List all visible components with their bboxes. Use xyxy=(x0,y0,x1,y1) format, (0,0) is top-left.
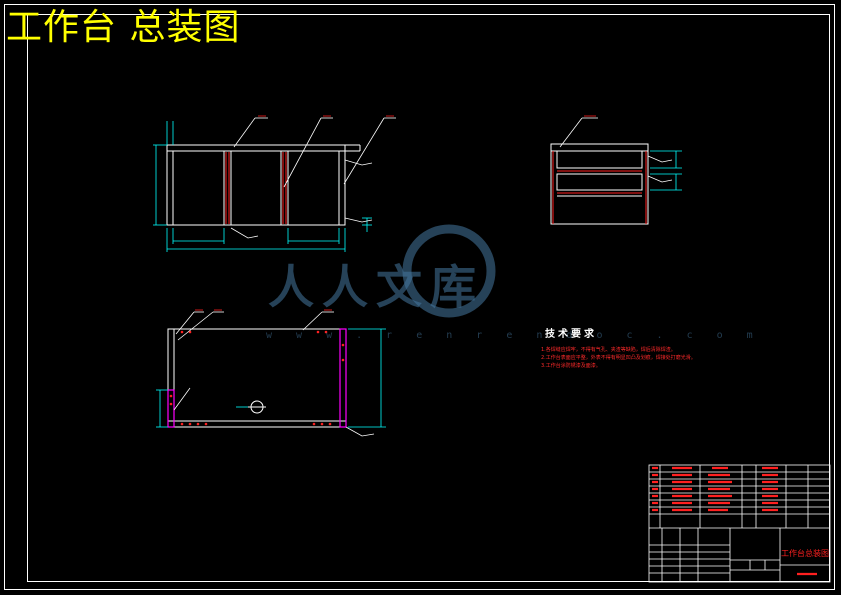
front-view-leaders xyxy=(230,117,396,239)
front-view-outline xyxy=(166,144,346,226)
top-view-outline xyxy=(167,328,347,428)
side-view-red xyxy=(552,151,647,224)
front-view-dimensions xyxy=(153,121,372,252)
side-view-outline xyxy=(550,143,649,225)
top-view-magenta xyxy=(167,328,347,428)
title-block-red-entries xyxy=(652,466,817,576)
top-view xyxy=(167,328,347,428)
sheet-title: 工作台 总装图 xyxy=(6,7,241,48)
technical-requirement-item: 3.工作台涂防锈漆及面漆。 xyxy=(541,363,601,369)
front-view-red-members xyxy=(225,152,287,224)
title-block xyxy=(648,464,831,583)
technical-requirement-item: 2.工作台表面应平整，外表不得有明显凹凸及划痕，焊接处打磨光滑。 xyxy=(541,355,696,361)
technical-requirement-item: 1.各焊缝应焊牢，不得有气孔、夹渣等缺陷，焊后清除焊渣。 xyxy=(541,347,676,353)
side-view-dimensions xyxy=(650,150,682,191)
top-view-leaders xyxy=(173,311,375,437)
drawing-border xyxy=(27,14,830,582)
side-view xyxy=(550,143,649,225)
technical-requirements-heading: 技术要求 xyxy=(545,329,597,340)
side-view-leaders xyxy=(559,117,673,183)
front-view xyxy=(166,144,361,226)
title-block-drawing-name: 工作台总装图 xyxy=(781,548,829,558)
top-view-dimensions xyxy=(156,328,386,428)
technical-requirements: 技术要求 1.各焊缝应焊牢，不得有气孔、夹渣等缺陷，焊后清除焊渣。 2.工作台表… xyxy=(541,325,711,370)
outer-border xyxy=(4,4,835,590)
top-view-bolts xyxy=(169,330,345,426)
